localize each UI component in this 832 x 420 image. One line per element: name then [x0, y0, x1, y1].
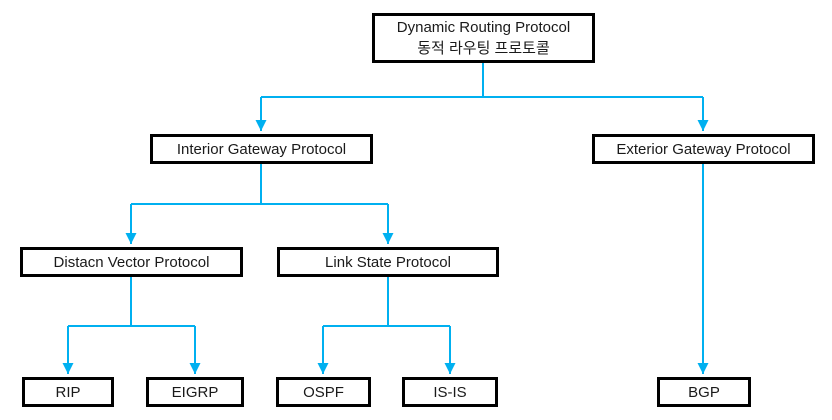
node-distance-vector-protocol: Distacn Vector Protocol [20, 247, 243, 277]
node-rip-label: RIP [55, 383, 81, 401]
node-is-is: IS-IS [402, 377, 498, 407]
node-bgp: BGP [657, 377, 751, 407]
node-interior-gateway-protocol: Interior Gateway Protocol [150, 134, 373, 164]
node-distance-vector-protocol-label: Distacn Vector Protocol [53, 253, 210, 271]
node-eigrp-label: EIGRP [171, 383, 219, 401]
node-ospf: OSPF [276, 377, 371, 407]
node-dynamic-routing-protocol-label-ko: 동적 라우팅 프로토콜 [417, 40, 550, 57]
node-is-is-label: IS-IS [433, 383, 467, 401]
node-exterior-gateway-protocol: Exterior Gateway Protocol [592, 134, 815, 164]
node-interior-gateway-protocol-label: Interior Gateway Protocol [176, 140, 347, 158]
node-eigrp: EIGRP [146, 377, 244, 407]
node-rip: RIP [22, 377, 114, 407]
node-bgp-label: BGP [688, 383, 720, 401]
node-dynamic-routing-protocol: Dynamic Routing Protocol 동적 라우팅 프로토콜 [372, 13, 595, 63]
node-link-state-protocol: Link State Protocol [277, 247, 499, 277]
node-ospf-label: OSPF [303, 383, 344, 401]
node-exterior-gateway-protocol-label: Exterior Gateway Protocol [616, 140, 791, 158]
node-dynamic-routing-protocol-label-en: Dynamic Routing Protocol [396, 19, 571, 36]
node-link-state-protocol-label: Link State Protocol [325, 253, 451, 271]
